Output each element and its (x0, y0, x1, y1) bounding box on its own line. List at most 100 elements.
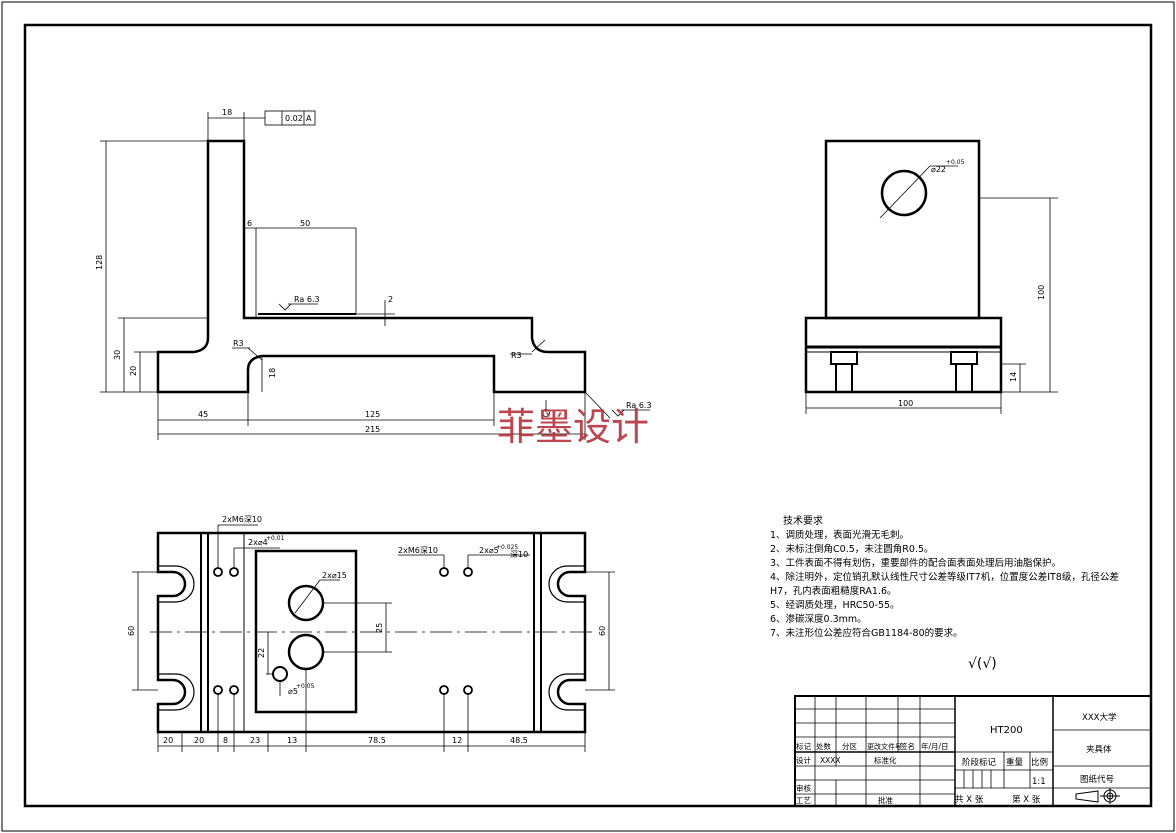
standardize-label: 标准化 (874, 755, 897, 765)
note-line: 7、未注形位公差应符合GB1184-80的要求。 (770, 627, 963, 639)
process-label: 工艺 (796, 796, 811, 805)
part-name: 夹具体 (1086, 744, 1112, 755)
front-view-outline (156, 139, 587, 394)
note-line: H7，孔内表面粗糙度RA1.6。 (770, 585, 897, 597)
title-block-labels: HT200 XXX大学 夹具体 图纸代号 比例 1:1 重量 阶段标记 标记 处… (796, 712, 1117, 805)
watermark: 菲墨设计 (497, 405, 649, 449)
side-bore (880, 169, 928, 217)
top-view (132, 524, 615, 752)
dim-gap: 6 (247, 219, 252, 228)
dim-top-width: 18 (222, 108, 232, 117)
side-hole-dia: ⌀22 (931, 165, 946, 174)
label-pins-1: 2x⌀4 (248, 538, 268, 547)
dim-bottom-20a: 20 (163, 736, 173, 745)
roughness-symbol-2 (611, 409, 625, 417)
note-line: 2、未标注倒角C0.5，未注圆角R0.5。 (770, 543, 934, 555)
weight-label: 重量 (1006, 757, 1024, 768)
label-depth-2: 深10 (510, 550, 528, 559)
top-rails (200, 533, 542, 732)
dim-width-125: 125 (365, 410, 380, 419)
dim-bottom-78: 78.5 (368, 736, 386, 745)
bore-top (287, 584, 325, 622)
dim-height-total: 128 (95, 255, 104, 270)
note-line: 1、调质处理，表面光滑无毛刺。 (770, 529, 909, 541)
rev-sign: 签名 (900, 741, 915, 751)
radius-right: R3 (511, 351, 522, 360)
drawing-number: 图纸代号 (1080, 774, 1114, 785)
dim-bottom-23: 23 (250, 736, 260, 745)
note-line: 4、除注明外，定位销孔默认线性尺寸公差等级IT7机，位置度公差IT8级，孔径公差 (770, 571, 1119, 583)
roughness-label-2: Ra 6.3 (626, 401, 652, 410)
roughness-label-1: Ra 6.3 (294, 295, 320, 304)
front-view-labels: 18 0.02 A 6 50 2 Ra 6.3 128 30 20 18 R3 … (95, 108, 652, 434)
top-view-outline (156, 531, 587, 734)
stage-label: 阶段标记 (962, 757, 997, 768)
front-view (100, 110, 650, 440)
dim-25: 25 (375, 623, 384, 633)
note-line: 3、工件表面不得有划伤，重要部件的配合面表面处理后用油脂保护。 (770, 557, 1061, 569)
side-pins (830, 351, 978, 393)
design-label: 设计 (796, 755, 811, 765)
dim-width-45: 45 (198, 410, 208, 419)
top-dim-lines (132, 524, 615, 752)
approve-label: 批准 (878, 795, 893, 805)
side-base (804, 316, 1003, 394)
label-small-hole-tol: +0.05 (296, 683, 315, 690)
side-height-100: 100 (1037, 285, 1046, 300)
label-pins-1-tol: +0.01 (266, 535, 285, 542)
note-line: 6、渗碳深度0.3mm。 (770, 613, 867, 625)
inner-frame (23, 23, 1153, 808)
dim-height-18: 18 (268, 368, 277, 378)
datum-a-circle (542, 409, 550, 417)
sheets-total: 共 X 张 (955, 795, 984, 805)
scale-value: 1:1 (1032, 777, 1046, 787)
side-view-labels: ⌀22 +0.05 100 14 100 (898, 159, 1046, 408)
note-line: 5、经调质处理，HRC50-55。 (770, 599, 900, 611)
rev-mark: 标记 (796, 741, 811, 751)
projection-symbol-icon (1075, 788, 1120, 804)
label-big-holes: 2x⌀15 (322, 571, 347, 580)
label-pins-2: 2x⌀5 (479, 546, 499, 555)
dim-left-60: 60 (127, 626, 136, 636)
sheet-number: 第 X 张 (1012, 794, 1041, 805)
roughness-general-symbol: √(√) (968, 656, 997, 672)
side-upright (824, 139, 981, 320)
dim-pocket-width: 50 (300, 219, 310, 228)
dim-bottom-20b: 20 (194, 736, 204, 745)
material: HT200 (990, 725, 1023, 736)
bore-bottom (287, 633, 325, 671)
tolerance-datum: A (306, 114, 312, 123)
radius-left: R3 (233, 339, 244, 348)
dim-bottom-13: 13 (287, 736, 297, 745)
scale-label: 比例 (1031, 757, 1048, 768)
dim-bottom-8: 8 (223, 736, 228, 745)
school-name: XXX大学 (1082, 712, 1117, 723)
roughness-symbol-1 (278, 303, 292, 311)
dim-bottom-12: 12 (452, 736, 462, 745)
notes-title: 技术要求 (783, 514, 823, 527)
designer-name: XXXX (820, 756, 841, 765)
label-threads-2: 2xM6深10 (398, 546, 438, 555)
side-hole-tol: +0.05 (946, 159, 965, 166)
label-threads-1: 2xM6深10 (222, 515, 262, 524)
rev-zone: 分区 (842, 742, 857, 751)
front-dim-lines (100, 110, 611, 440)
side-view (804, 139, 1058, 414)
label-pins-2-tol: +0.025 (496, 544, 518, 551)
side-dim-lines (805, 165, 1058, 414)
dim-width-total: 215 (365, 425, 380, 434)
dim-height-20: 20 (129, 366, 138, 376)
tolerance-value: 0.02 (285, 114, 303, 123)
pin-holes (213, 567, 473, 695)
slot-inner-lines (158, 565, 585, 711)
small-hole (272, 666, 288, 682)
dim-bottom-48: 48.5 (510, 736, 528, 745)
technical-notes: 技术要求 1、调质处理，表面光滑无毛刺。 2、未标注倒角C0.5，未注圆角R0.… (770, 514, 1119, 672)
dim-right-60: 60 (598, 626, 607, 636)
rev-file: 更改文件号 (867, 742, 902, 751)
label-small-hole: ⌀5 (288, 687, 298, 696)
dim-22: 22 (257, 648, 266, 658)
rev-date: 年/月/日 (921, 741, 949, 751)
